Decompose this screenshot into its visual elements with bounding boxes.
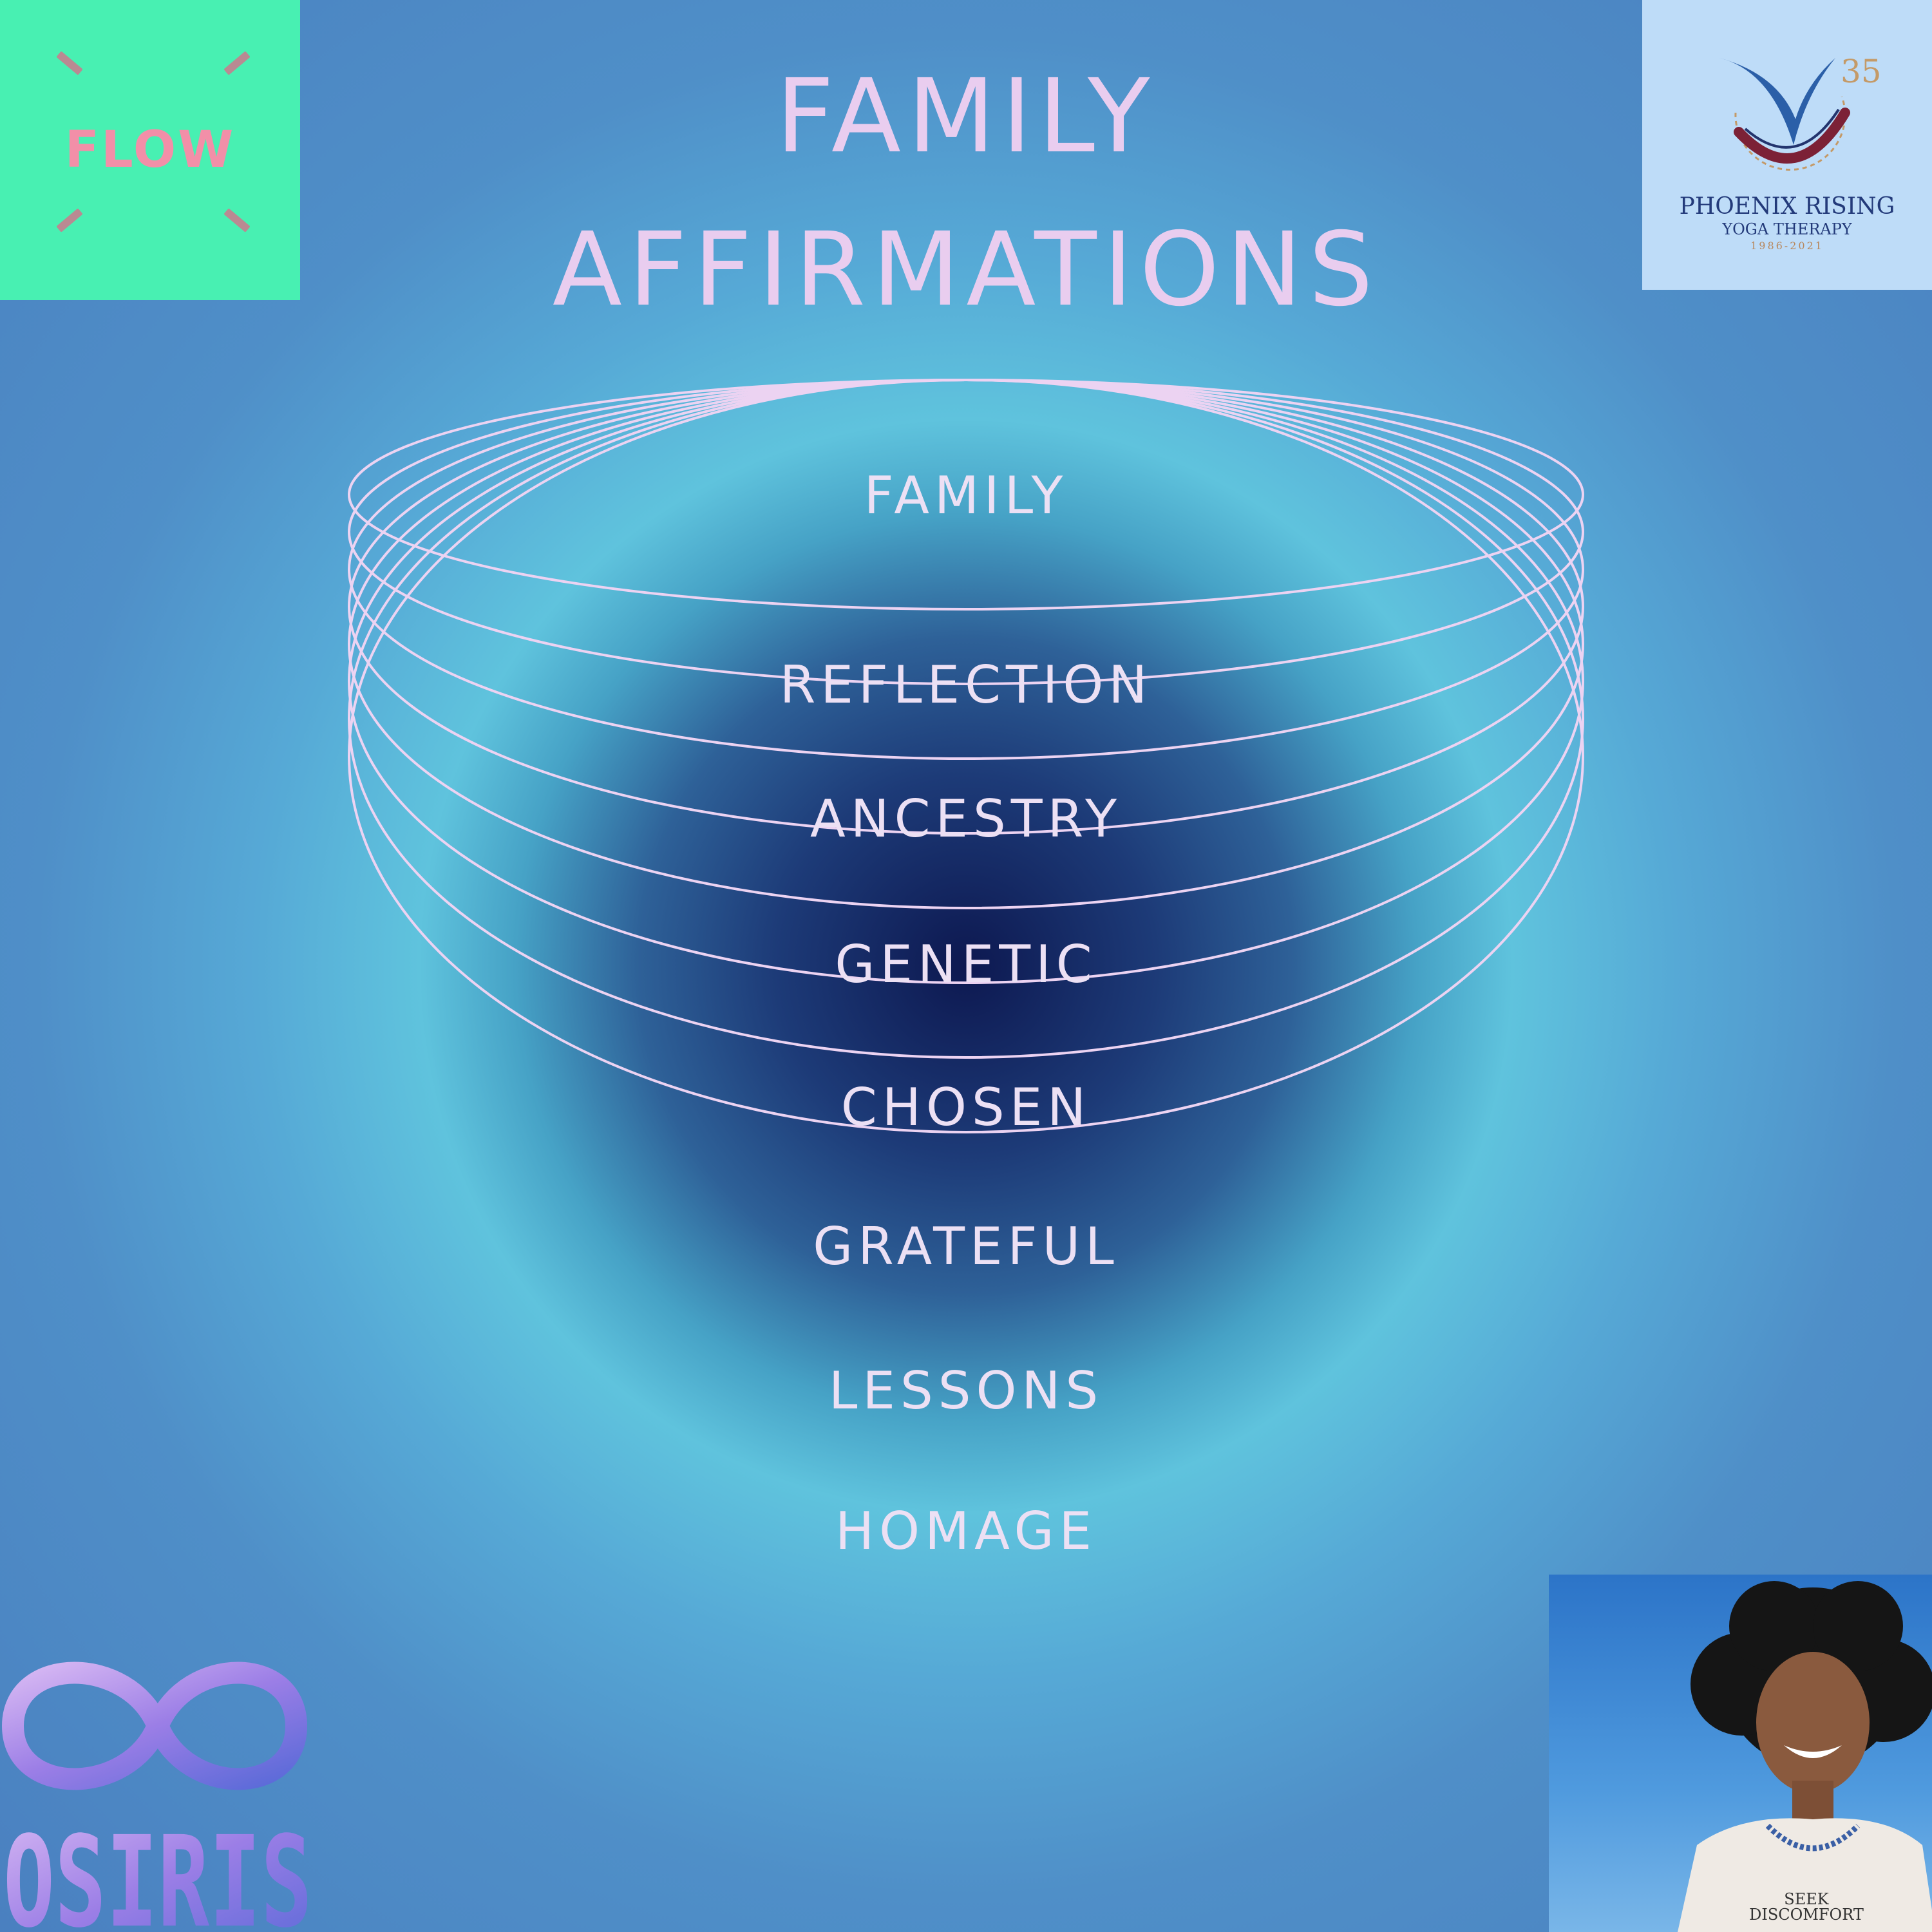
flow-logo-icon: FLOW <box>0 0 300 300</box>
page-title-line-1: FAMILY <box>775 57 1157 176</box>
shirt-print-line-1: SEEK <box>1784 1890 1829 1908</box>
page-title-line-2: AFFIRMATIONS <box>552 211 1380 329</box>
portrait-photo: SEEK DISCOMFORT <box>1549 1575 1932 1932</box>
phoenix-logo-icon: 35 PHOENIX RISING YOGA THERAPY 1986-2021 <box>1642 0 1932 290</box>
ring-8 <box>348 379 1584 1133</box>
phoenix-brand-subtitle: YOGA THERAPY <box>1722 220 1852 238</box>
phoenix-brand-years: 1986-2021 <box>1750 240 1824 252</box>
phoenix-badge-number: 35 <box>1841 53 1882 90</box>
layer-label-reflection: REFLECTION <box>779 655 1153 715</box>
phoenix-brand-name: PHOENIX RISING <box>1679 193 1895 220</box>
layer-label-homage: HOMAGE <box>835 1501 1097 1561</box>
ring-2 <box>348 379 1584 685</box>
shirt-print-text: SEEK DISCOMFORT <box>1710 1891 1903 1922</box>
layer-label-chosen: CHOSEN <box>840 1077 1092 1137</box>
shirt-print-line-2: DISCOMFORT <box>1749 1906 1864 1924</box>
osiris-logo-text: OSIRIS <box>3 1809 312 1932</box>
layer-label-grateful: GRATEFUL <box>813 1217 1119 1276</box>
layer-label-family: FAMILY <box>864 466 1068 526</box>
layer-label-lessons: LESSONS <box>828 1361 1104 1421</box>
layer-label-ancestry: ANCESTRY <box>810 789 1122 849</box>
layer-label-genetic: GENETIC <box>835 934 1097 994</box>
ring-4 <box>348 379 1584 835</box>
osiris-logo: OSIRIS <box>0 1642 316 1932</box>
flow-logo-text: FLOW <box>64 121 236 179</box>
infinity-icon <box>1 1662 308 1790</box>
